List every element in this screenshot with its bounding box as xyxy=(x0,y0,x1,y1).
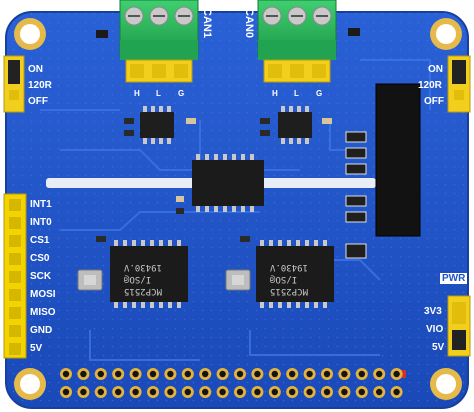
gpio-hole-center xyxy=(97,370,105,378)
gpio-hole-center xyxy=(149,370,157,378)
can0-transceiver-chip xyxy=(278,106,312,144)
gpio-hole-center xyxy=(97,388,105,396)
right-switch-off: OFF xyxy=(424,96,444,107)
gpio-hole-center xyxy=(376,370,383,378)
pwr-vio: VIO xyxy=(426,324,444,335)
gpio-hole-center xyxy=(115,388,122,396)
gpio-hole-center xyxy=(219,370,226,378)
gpio-hole-center xyxy=(62,388,70,396)
can0-label: CAN0 xyxy=(243,8,255,38)
gpio-hole-center xyxy=(132,388,139,396)
pwr-5v: 5V xyxy=(432,342,445,353)
mcp2515-left-marking-3: 19430.V xyxy=(124,262,162,272)
can0-pin-l: L xyxy=(294,89,299,98)
gpio-hole-center xyxy=(167,388,174,396)
can0-pin-g: G xyxy=(316,89,323,98)
gpio-hole-center xyxy=(271,388,278,396)
gpio-hole-center xyxy=(149,388,157,396)
can0-terminal-block xyxy=(257,0,337,60)
gpio-hole-center xyxy=(341,388,348,396)
passive-components xyxy=(96,118,367,259)
gpio-header-holes xyxy=(60,368,403,398)
header-miso: MISO xyxy=(30,307,56,318)
gpio-hole-center xyxy=(393,370,400,378)
crystal-right xyxy=(225,269,251,291)
can1-transceiver-chip xyxy=(140,106,174,144)
gpio-hole-center xyxy=(271,370,278,378)
gpio-hole-center xyxy=(289,388,296,396)
gpio-hole-center xyxy=(254,388,261,396)
gpio-hole-center xyxy=(236,370,244,378)
header-int1: INT1 xyxy=(30,199,52,210)
header-gnd: GND xyxy=(30,325,53,336)
pwr-3v3: 3V3 xyxy=(424,306,442,317)
header-5v: 5V xyxy=(30,343,43,354)
mcp2515-right-marking-2: I/SO@ xyxy=(270,274,298,284)
gpio-hole-center xyxy=(80,388,87,396)
gpio-hole-center xyxy=(289,370,296,378)
left-switch-on: ON xyxy=(28,64,43,75)
can0-jumper-header xyxy=(263,59,331,83)
mcp2515-left-chip xyxy=(110,240,188,308)
central-chip xyxy=(192,154,264,212)
can0-pin-h: H xyxy=(272,89,278,98)
gpio-hole-center xyxy=(167,370,174,378)
gpio-hole-center xyxy=(306,388,313,396)
mcp2515-left-marking-2: I/SO@ xyxy=(124,274,152,284)
power-select-jumper xyxy=(447,295,471,357)
gpio-hole-center xyxy=(323,388,331,396)
right-switch-120r: 120R xyxy=(418,80,442,91)
header-cs0: CS0 xyxy=(30,253,50,264)
mounting-holes xyxy=(14,18,462,400)
gpio-hole-center xyxy=(358,388,365,396)
gpio-hole-center xyxy=(115,370,122,378)
can1-pin-l: L xyxy=(156,89,161,98)
gpio-hole-center xyxy=(393,388,400,396)
pwr-title: PWR xyxy=(440,273,468,284)
gpio-hole-center xyxy=(358,370,365,378)
left-pin-header xyxy=(3,193,27,359)
left-switch-120r: 120R xyxy=(28,80,52,91)
isolation-module xyxy=(375,83,421,237)
header-sck: SCK xyxy=(30,271,52,282)
gpio-hole-center xyxy=(184,370,191,378)
gpio-hole-center xyxy=(62,370,70,378)
gpio-hole-center xyxy=(254,370,261,378)
gpio-hole-center xyxy=(236,388,244,396)
can1-label: CAN1 xyxy=(201,8,213,38)
left-termination-jumper xyxy=(3,55,25,113)
can1-pin-g: G xyxy=(178,89,185,98)
can1-jumper-header xyxy=(125,59,193,83)
gpio-hole-center xyxy=(323,370,331,378)
gpio-hole-center xyxy=(376,388,383,396)
crystal-left xyxy=(77,269,103,291)
header-int0: INT0 xyxy=(30,217,52,228)
gpio-hole-center xyxy=(202,388,209,396)
header-cs1: CS1 xyxy=(30,235,50,246)
gpio-hole-center xyxy=(341,370,348,378)
header-mosi: MOSI xyxy=(30,289,56,300)
gpio-hole-center xyxy=(219,388,226,396)
mcp2515-right-chip xyxy=(256,240,334,308)
gpio-hole-center xyxy=(306,370,313,378)
mcp2515-right-marking-3: 19430.V xyxy=(270,262,308,272)
gpio-hole-center xyxy=(184,388,191,396)
gpio-hole-center xyxy=(132,370,139,378)
right-termination-jumper xyxy=(447,55,471,113)
mcp2515-left-marking-1: MCP2515 xyxy=(124,286,162,296)
left-switch-off: OFF xyxy=(28,96,48,107)
right-switch-on: ON xyxy=(428,64,443,75)
can1-terminal-block xyxy=(119,0,199,60)
gpio-hole-center xyxy=(80,370,87,378)
gpio-hole-center xyxy=(202,370,209,378)
mcp2515-right-marking-1: MCP2515 xyxy=(270,286,308,296)
can1-pin-h: H xyxy=(134,89,140,98)
